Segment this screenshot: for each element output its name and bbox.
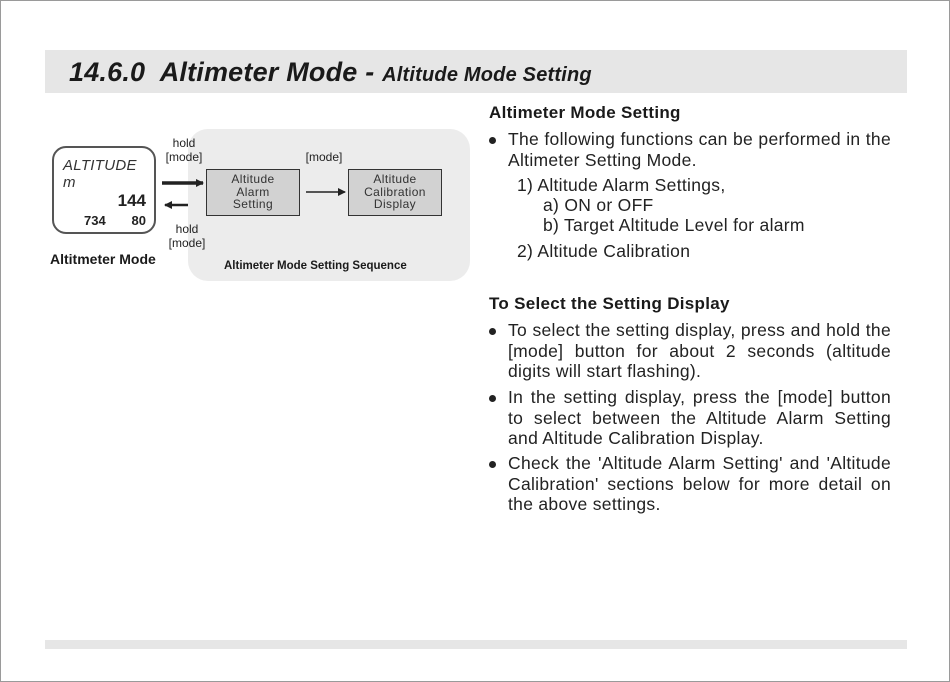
bullet-mode-button: In the setting display, press the [mode]…	[489, 387, 891, 449]
bullet-dot	[489, 395, 496, 402]
bullet-dot	[489, 137, 496, 144]
watch-left-value: 734	[84, 213, 106, 228]
bullet-text: Check the 'Altitude Alarm Setting' and '…	[508, 453, 891, 514]
watch-right-value: 80	[131, 213, 146, 228]
bullet-text: The following functions can be performed…	[508, 129, 891, 170]
watch-main-value: 144	[117, 191, 146, 210]
bullet-dot	[489, 461, 496, 468]
hold-label-top: hold	[172, 136, 196, 150]
section-number: 14.6.0	[69, 57, 146, 87]
box1-line2: Alarm	[236, 184, 270, 199]
title-subtitle: Altitude Mode Setting	[382, 64, 592, 86]
list-item-1a: a) ON or OFF	[543, 195, 654, 215]
box1-line1: Altitude	[231, 172, 275, 186]
bullet-text: In the setting display, press the [mode]…	[508, 387, 891, 448]
bullet-dot	[489, 328, 496, 335]
page-title: 14.6.0 Altimeter Mode - Altitude Mode Se…	[69, 57, 592, 88]
mode-label-bottom: [mode]	[168, 236, 206, 250]
hold-label-bottom: hold	[175, 222, 199, 236]
title-main: Altimeter Mode -	[159, 57, 375, 87]
box2-line3: Display	[373, 197, 417, 211]
list-item-1b: b) Target Altitude Level for alarm	[543, 215, 805, 235]
box2-line1: Altitude	[373, 172, 417, 186]
watch-mode-label: ALTITUDE m	[63, 157, 137, 191]
watch-caption: Altitmeter Mode	[50, 251, 156, 267]
section-heading-select-setting-display: To Select the Setting Display	[489, 294, 730, 313]
title-bar: 14.6.0 Altimeter Mode - Altitude Mode Se…	[45, 50, 907, 93]
bullet-select-display: To select the setting display, press and…	[489, 320, 891, 382]
bullet-functions-intro: The following functions can be performed…	[489, 129, 891, 170]
mode-label-top: [mode]	[165, 150, 203, 164]
box1-line3: Setting	[232, 197, 274, 211]
mode-label-between: [mode]	[305, 150, 343, 164]
watch-display: ALTITUDE m 144 734 80	[52, 146, 156, 234]
list-item-1: 1) Altitude Alarm Settings,	[517, 175, 726, 195]
footer-bar	[45, 640, 907, 649]
section-heading-altimeter-mode-setting: Altimeter Mode Setting	[489, 103, 681, 122]
sequence-caption: Altimeter Mode Setting Sequence	[224, 260, 407, 272]
altitude-alarm-setting-box: Altitude Alarm Setting	[206, 169, 300, 216]
list-item-2: 2) Altitude Calibration	[517, 241, 691, 261]
box2-line2: Calibration	[364, 184, 426, 199]
altitude-calibration-display-box: Altitude Calibration Display	[348, 169, 442, 216]
bullet-text: To select the setting display, press and…	[508, 320, 891, 381]
bullet-check-sections: Check the 'Altitude Alarm Setting' and '…	[489, 453, 891, 515]
